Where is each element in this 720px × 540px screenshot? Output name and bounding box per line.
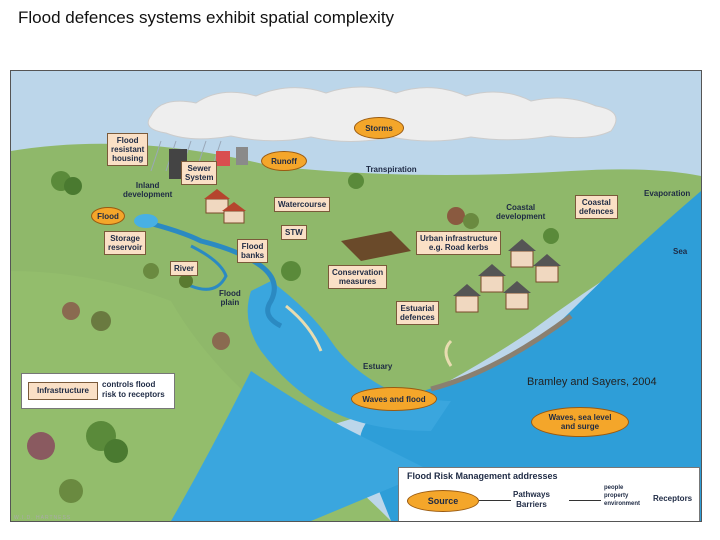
framework-source-oval: Source [407,490,479,512]
framework-receptors: Receptors [653,494,693,503]
arrow-source-to-pathways [479,500,511,501]
sea-label: Sea [673,247,688,256]
waves-and-flood-oval: Waves and flood [351,387,437,411]
evaporation-label: Evaporation [644,189,691,198]
arrow-pathways-to-list [569,500,601,501]
inland-development-label: Inland development [123,181,173,199]
transpiration-label: Transpiration [366,165,417,174]
river-label: River [170,261,199,276]
flood-banks-label: Flood banks [237,239,269,263]
estuarial-defences-label: Estuarial defences [396,301,439,325]
flood-oval: Flood [91,207,125,225]
estuary-bank [444,339,453,367]
lower-estuary [171,371,431,521]
flood-system-illustration: Flood resistant housing Sewer System Run… [10,70,702,522]
storage-reservoir-label: Storage reservoir [104,231,147,255]
stw-label: STW [281,225,307,240]
flood-resistant-housing-label: Flood resistant housing [107,133,149,166]
landscape-scene [11,71,701,521]
coastal-defences-label: Coastal defences [575,195,618,219]
estuary-label: Estuary [363,362,393,371]
flood-risk-management-box: Flood Risk Management addresses Source P… [398,467,700,521]
coastal-wall [430,313,573,392]
sewer-system-label: Sewer System [181,161,218,185]
waves-sea-level-surge-oval: Waves, sea level and surge [531,407,629,437]
conservation-measures-label: Conservation measures [328,265,388,289]
conservation-field [341,231,411,261]
image-credit: Bramley and Sayers, 2004 [527,376,657,388]
infrastructure-legend: Infrastructure controls flood risk to re… [21,373,175,409]
watermark: W.I.D. HARTNESS [14,515,72,521]
framework-receptor-list: people property environment [604,485,641,507]
framework-pathways: Pathways Barriers [513,490,550,509]
storage-reservoir-water [134,214,158,228]
flood-plain-label: Flood plain [219,289,241,307]
river [140,218,283,329]
legend-infrastructure-box: Infrastructure [28,382,98,400]
storms-oval: Storms [354,117,404,139]
legend-text: controls flood risk to receptors [102,380,165,399]
coastal-development-label: Coastal development [496,203,546,221]
storm-cloud [147,86,617,142]
page-title: Flood defences systems exhibit spatial c… [18,8,395,27]
watercourse-label: Watercourse [274,197,331,212]
coastal-buildings [453,239,561,313]
runoff-oval: Runoff [261,151,307,171]
urban-infrastructure-label: Urban infrastructure e.g. Road kerbs [416,231,502,255]
sand-spit [285,304,323,352]
sea [359,191,701,521]
framework-title: Flood Risk Management addresses [407,471,558,481]
trees [27,171,559,503]
